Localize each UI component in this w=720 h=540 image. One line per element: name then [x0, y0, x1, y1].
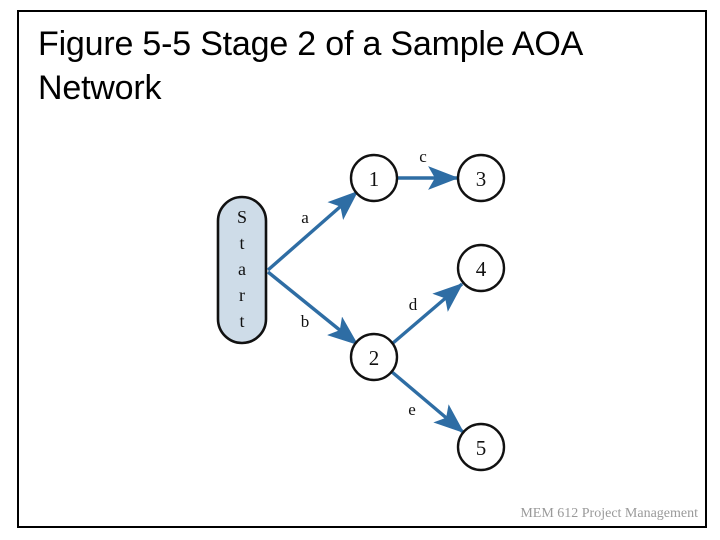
- node-start[interactable]: S t a r t: [216, 195, 268, 345]
- edge-b-label: b: [301, 312, 310, 331]
- start-letter-s: S: [237, 207, 247, 227]
- edge-d[interactable]: d: [391, 282, 464, 345]
- edge-d-label: d: [409, 295, 418, 314]
- node-3-circle: [456, 153, 506, 203]
- node-1[interactable]: 1: [349, 153, 399, 203]
- node-4-circle: [456, 243, 506, 293]
- edge-e-label: e: [408, 400, 416, 419]
- node-2-circle: [349, 332, 399, 382]
- node-5-label: 5: [476, 436, 487, 460]
- edge-e[interactable]: e: [390, 370, 465, 434]
- edge-a-line: [266, 190, 359, 272]
- node-4-label: 4: [476, 257, 487, 281]
- edge-d-line: [391, 282, 464, 345]
- node-3-label: 3: [476, 167, 487, 191]
- start-letter-r: r: [239, 285, 245, 305]
- start-letter-a: a: [238, 259, 246, 279]
- node-3[interactable]: 3: [456, 153, 506, 203]
- start-letter-t1: t: [239, 233, 244, 253]
- node-1-label: 1: [369, 167, 380, 191]
- start-letter-t2: t: [239, 311, 244, 331]
- edge-c[interactable]: c: [398, 147, 459, 190]
- slide-frame: [17, 10, 707, 528]
- node-1-circle: [349, 153, 399, 203]
- node-5-circle: [456, 422, 506, 472]
- edge-e-line: [390, 370, 465, 434]
- slide-footer: MEM 612 Project Management: [520, 506, 698, 521]
- start-node-shape: [216, 195, 268, 345]
- node-2-label: 2: [369, 346, 380, 370]
- node-4[interactable]: 4: [456, 243, 506, 293]
- node-2[interactable]: 2: [349, 332, 399, 382]
- edge-c-label: c: [419, 147, 427, 166]
- edge-b[interactable]: b: [266, 270, 359, 346]
- edge-b-line: [266, 270, 359, 346]
- node-5[interactable]: 5: [456, 422, 506, 472]
- edge-a-label: a: [301, 208, 309, 227]
- edge-a[interactable]: a: [266, 190, 359, 272]
- page-title: Figure 5-5 Stage 2 of a Sample AOA Netwo…: [38, 25, 582, 108]
